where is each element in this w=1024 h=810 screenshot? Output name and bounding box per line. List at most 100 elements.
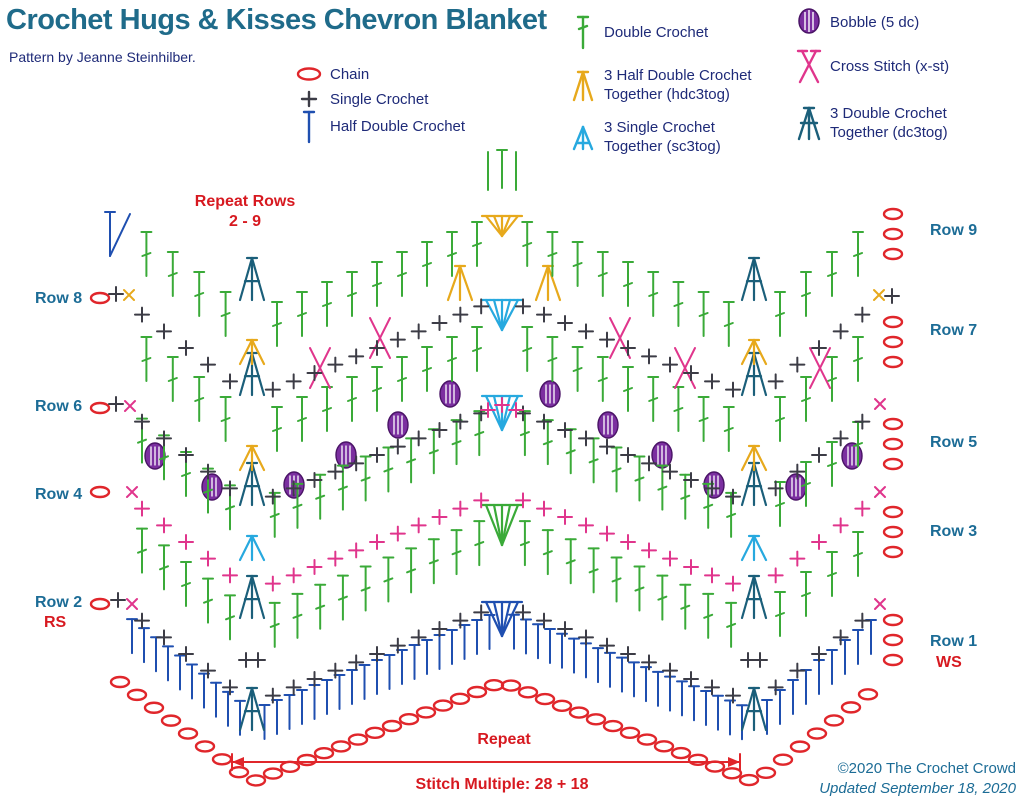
- double-crochet-stitch: [194, 397, 205, 402]
- foundation-chain-stitch: [160, 714, 182, 727]
- foundation-chain-stitch: [466, 685, 488, 699]
- hdc3tog-icon: [572, 70, 594, 102]
- double-crochet-stitch: [347, 397, 357, 402]
- cluster-stitch: [740, 534, 756, 562]
- double-crochet-stitch: [397, 272, 407, 277]
- foundation-chain-stitch: [721, 767, 743, 780]
- legend-label-sc: Single Crochet: [330, 90, 429, 108]
- double-crochet-stitch: [726, 512, 737, 518]
- foundation-chain-stitch: [279, 760, 301, 773]
- foundation-chain-stitch: [211, 753, 233, 766]
- double-crochet-stitch: [474, 431, 485, 437]
- double-crochet-stitch: [673, 302, 684, 307]
- cluster-stitch: [740, 444, 756, 472]
- increase-fan-stitch: [484, 503, 504, 547]
- increase-fan-stitch: [492, 600, 504, 638]
- foundation-chain-stitch: [500, 679, 522, 692]
- foundation-chain-stitch: [143, 701, 165, 714]
- increase-fan-stitch: [484, 298, 504, 332]
- legend-label-xst: Cross Stitch (x-st): [830, 57, 950, 75]
- legend-label-sc3tog: 3 Single Crochet Together (sc3tog): [604, 119, 721, 155]
- double-crochet-stitch: [406, 458, 417, 464]
- double-crochet-stitch: [203, 598, 213, 604]
- double-crochet-stitch: [141, 252, 152, 257]
- pattern-credit: Pattern by Jeanne Steinhilber.: [9, 49, 196, 65]
- row-label-8: Row 8: [35, 290, 83, 307]
- copyright-text: ©2020 The Crochet Crowd: [837, 760, 1016, 777]
- foundation-chain-stitch: [806, 727, 828, 740]
- legend-item-bobble: Bobble (5 dc): [796, 4, 919, 40]
- cluster-stitch: [250, 256, 266, 302]
- repeat-arrow-head: [232, 757, 244, 767]
- double-crochet-stitch: [597, 272, 608, 277]
- double-crochet-stitch: [623, 387, 633, 392]
- double-crochet-stitch: [827, 377, 837, 382]
- legend-label-chain: Chain: [330, 65, 370, 83]
- double-crochet-stitch: [474, 541, 485, 547]
- chain-stitch: [882, 207, 904, 221]
- repeat-rows-label: Repeat Rows 2 - 9: [194, 193, 296, 230]
- double-crochet-stitch: [853, 552, 863, 557]
- cluster-stitch: [446, 264, 462, 302]
- cross-stitch-icon: [796, 49, 822, 84]
- double-crochet-stitch: [657, 485, 668, 491]
- updated-date-text: Updated September 18, 2020: [819, 780, 1016, 797]
- double-crochet-stitch: [522, 242, 533, 247]
- double-crochet-stitch: [634, 476, 645, 482]
- double-crochet-stitch: [141, 357, 152, 362]
- cluster-stitch: [250, 351, 266, 397]
- double-crochet-stitch: [159, 565, 169, 571]
- double-crochet-stitch: [159, 455, 169, 461]
- double-crochet-stitch: [634, 586, 645, 592]
- cluster-stitch: [740, 461, 756, 507]
- double-crochet-stitch: [137, 438, 147, 444]
- legend-item-hdc: Half Double Crochet: [296, 108, 465, 144]
- increase-fan-stitch: [484, 394, 504, 432]
- chain-stitch: [89, 597, 111, 611]
- legend-item-chain: Chain: [296, 56, 369, 92]
- double-crochet-stitch: [292, 503, 303, 509]
- double-crochet-stitch: [775, 502, 785, 507]
- foundation-chain-stitch: [245, 774, 267, 787]
- wrong-side-label: WS: [936, 654, 962, 671]
- cross-stitch-mark: [126, 598, 138, 610]
- legend-label-dc: Double Crochet: [604, 23, 709, 41]
- double-crochet-stitch: [547, 357, 558, 362]
- chain-stitch: [882, 457, 904, 471]
- double-crochet-stitch: [447, 252, 457, 257]
- double-crochet-stitch: [775, 417, 785, 422]
- double-crochet-stitch: [827, 272, 837, 277]
- foundation-chain-stitch: [619, 726, 641, 739]
- chain-stitch: [882, 613, 904, 627]
- double-crochet-stitch: [269, 512, 280, 518]
- row-label-9: Row 9: [930, 222, 978, 239]
- cluster-stitch: [238, 351, 254, 397]
- double-crochet-stitch: [827, 462, 837, 467]
- increase-fan-stitch: [492, 394, 504, 432]
- legend-item-xst: Cross Stitch (x-st): [796, 48, 949, 84]
- chain-stitch: [89, 401, 111, 415]
- single-crochet-icon: [300, 90, 318, 108]
- cross-stitch-mark: [609, 317, 631, 359]
- double-crochet-stitch: [383, 467, 394, 473]
- cluster-stitch: [238, 686, 254, 732]
- legend-label-hdc: Half Double Crochet: [330, 117, 466, 135]
- chain-stitch: [882, 545, 904, 559]
- cluster-stitch: [238, 338, 254, 366]
- cluster-stitch: [250, 338, 266, 366]
- cross-stitch-mark: [674, 347, 696, 389]
- repeat-arrow-head: [728, 757, 740, 767]
- double-crochet-stitch: [360, 586, 371, 592]
- chain-stitch: [882, 633, 904, 647]
- increase-fan-stitch: [492, 214, 504, 238]
- foundation-chain-stitch: [126, 688, 148, 702]
- double-crochet-stitch: [698, 312, 709, 317]
- foundation-chain-stitch: [840, 701, 862, 714]
- cluster-stitch: [752, 351, 768, 397]
- double-crochet-stitch: [406, 568, 417, 574]
- cross-stitch-mark: [873, 289, 885, 301]
- increase-fan-stitch: [500, 600, 512, 638]
- double-crochet-stitch: [337, 485, 348, 491]
- foundation-chain-stitch: [177, 727, 199, 740]
- double-crochet-stitch: [572, 262, 583, 267]
